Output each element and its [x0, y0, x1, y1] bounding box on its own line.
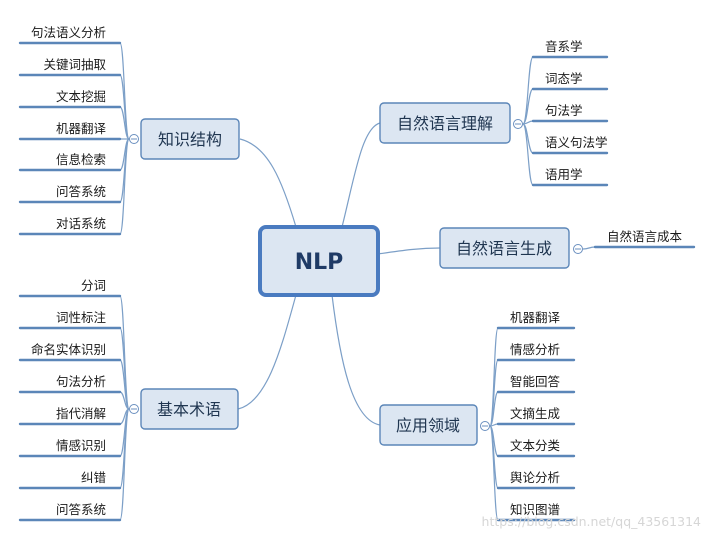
branch-connector [119, 408, 130, 521]
leaf-node-basic[interactable]: 情感识别 [56, 438, 106, 453]
branch-nlg-label: 自然语言生成 [456, 239, 552, 258]
leaf-node-nlu[interactable]: 音系学 [545, 39, 583, 54]
root-connector [341, 122, 381, 228]
leaf-node-basic[interactable]: 句法分析 [56, 374, 106, 389]
leaf-node-apps[interactable]: 文本分类 [510, 438, 561, 453]
leaf-nodes: 句法语义分析关键词抽取文本挖掘机器翻译信息检索问答系统对话系统分词词性标注命名实… [18, 25, 696, 522]
branch-basic-node[interactable]: 基本术语 [140, 388, 239, 430]
root-connector [377, 247, 441, 255]
branch-connector [522, 123, 534, 186]
branch-nlu-node[interactable]: 自然语言理解 [379, 102, 511, 144]
leaf-node-knowledge[interactable]: 句法语义分析 [31, 25, 106, 40]
leaf-node-knowledge[interactable]: 文本挖掘 [56, 89, 106, 104]
leaf-node-nlg[interactable]: 自然语言成本 [607, 229, 683, 244]
leaf-node-knowledge[interactable]: 机器翻译 [56, 121, 107, 136]
root-connector [239, 138, 297, 228]
collapse-toggle-basic[interactable] [129, 404, 139, 414]
branch-knowledge-node[interactable]: 知识结构 [140, 118, 240, 160]
branch-connector [119, 138, 130, 235]
leaf-node-basic[interactable]: 分词 [81, 278, 106, 293]
leaf-node-knowledge[interactable]: 问答系统 [56, 184, 106, 199]
branch-connector [489, 425, 499, 521]
root-label: NLP [295, 250, 344, 275]
collapse-toggle-knowledge[interactable] [129, 134, 139, 144]
leaf-node-apps[interactable]: 舆论分析 [510, 470, 560, 485]
branch-connector [119, 359, 130, 410]
root-node[interactable]: NLP [258, 225, 380, 297]
leaf-node-basic[interactable]: 命名实体识别 [31, 342, 106, 357]
leaf-node-apps[interactable]: 智能回答 [510, 374, 561, 389]
leaf-node-apps[interactable]: 情感分析 [510, 342, 560, 357]
branch-connector [582, 246, 596, 250]
leaf-node-basic[interactable]: 问答系统 [56, 502, 106, 517]
branch-connector [119, 106, 130, 140]
leaf-node-nlu[interactable]: 语用学 [545, 167, 583, 182]
leaf-node-basic[interactable]: 纠错 [81, 470, 106, 485]
collapse-toggle-nlu[interactable] [513, 119, 523, 129]
branch-apps-label: 应用领域 [396, 416, 460, 435]
leaf-node-knowledge[interactable]: 信息检索 [56, 152, 106, 167]
leaf-node-apps[interactable]: 知识图谱 [510, 502, 560, 517]
leaf-node-nlu[interactable]: 句法学 [545, 103, 583, 118]
leaf-node-nlu[interactable]: 词态学 [545, 71, 583, 86]
branch-nlu-label: 自然语言理解 [397, 114, 493, 133]
branch-basic-label: 基本术语 [157, 400, 221, 419]
leaf-node-nlu[interactable]: 语义句法学 [545, 135, 608, 150]
branch-connector [522, 88, 534, 125]
watermark-text: https://blog.csdn.net/qq_43561314 [482, 514, 701, 529]
leaf-node-basic[interactable]: 指代消解 [56, 406, 106, 421]
leaf-node-apps[interactable]: 文摘生成 [510, 406, 560, 421]
collapse-toggle-nlg[interactable] [573, 244, 583, 254]
branch-apps-node[interactable]: 应用领域 [379, 404, 478, 446]
leaf-node-apps[interactable]: 机器翻译 [510, 310, 561, 325]
leaf-node-knowledge[interactable]: 关键词抽取 [43, 57, 106, 72]
root-connector [237, 294, 297, 410]
root-connector [331, 294, 381, 426]
collapse-toggle-apps[interactable] [480, 421, 490, 431]
leaf-node-basic[interactable]: 词性标注 [56, 310, 107, 325]
leaf-node-knowledge[interactable]: 对话系统 [56, 216, 106, 231]
branch-knowledge-label: 知识结构 [158, 130, 222, 149]
branch-nlg-node[interactable]: 自然语言生成 [439, 227, 570, 269]
branch-connector [489, 391, 499, 427]
